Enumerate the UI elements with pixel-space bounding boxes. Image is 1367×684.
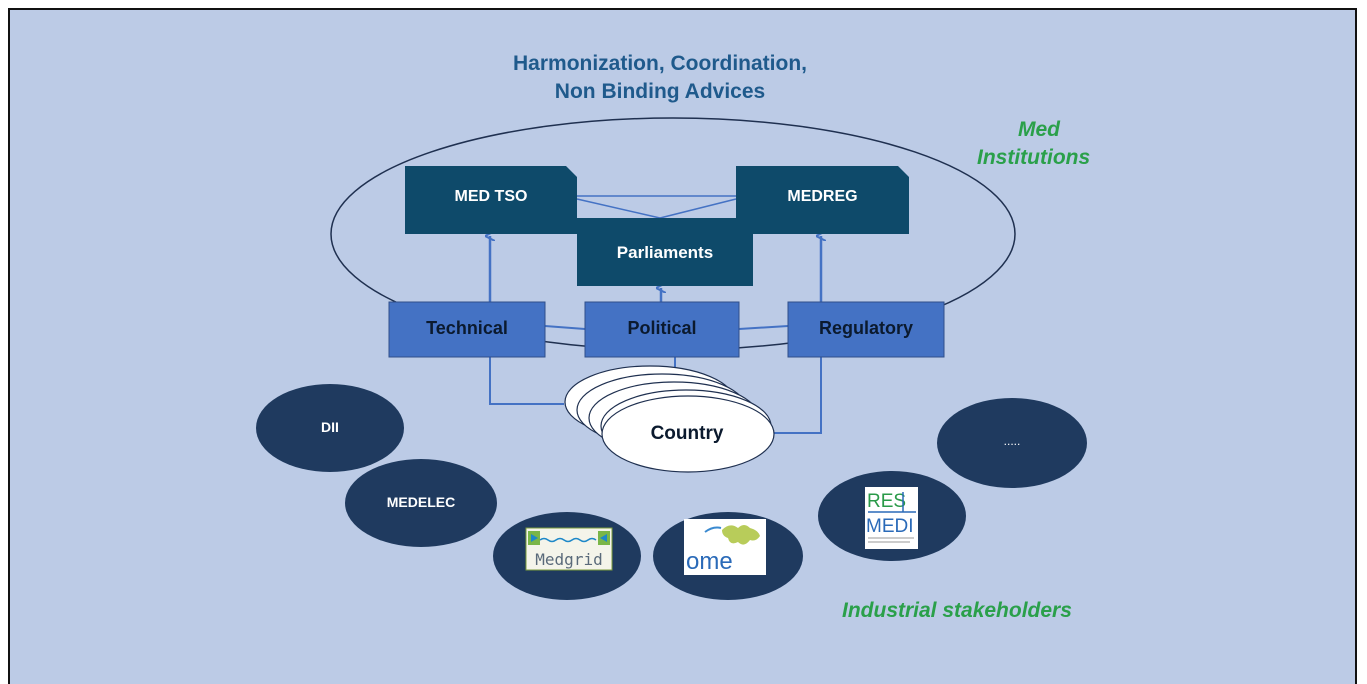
medreg-box bbox=[736, 166, 909, 234]
res4medi-logo: RES MEDI bbox=[865, 487, 918, 549]
technical-box bbox=[388, 301, 546, 358]
parliaments-label: Parliaments bbox=[616, 243, 714, 262]
regulatory-label: Regulatory bbox=[818, 318, 914, 338]
title-line1: Harmonization, Coordination, bbox=[513, 52, 807, 75]
med-institutions-label: Med bbox=[1018, 116, 1060, 143]
pillar-arrows bbox=[490, 236, 821, 302]
res4medi-logo-line2: MEDI bbox=[866, 516, 914, 537]
country-stack bbox=[564, 365, 775, 473]
med-institutions-line2: Institutions bbox=[977, 146, 1091, 169]
more-stakeholders-label: ..... bbox=[1003, 434, 1021, 448]
medgrid-logo-text: Medgrid bbox=[535, 550, 602, 569]
institution-connectors bbox=[576, 195, 737, 219]
ome-logo: ome bbox=[684, 519, 766, 575]
technical-label: Technical bbox=[426, 318, 508, 338]
medgrid-logo: Medgrid bbox=[525, 527, 613, 571]
diagram-title: Harmonization, Coordination, Non Binding… bbox=[430, 50, 890, 106]
parliaments-box bbox=[577, 218, 753, 286]
med-institutions-line1: Med bbox=[1018, 118, 1060, 141]
industrial-stakeholders-label: Industrial stakeholders bbox=[842, 599, 1072, 622]
political-label: Political bbox=[627, 318, 697, 338]
ome-logo-text: ome bbox=[686, 548, 733, 575]
dii-label: DII bbox=[321, 419, 339, 435]
medelec-label: MEDELEC bbox=[386, 494, 456, 510]
res4medi-logo-line1: RES bbox=[867, 491, 906, 512]
medreg-label: MEDREG bbox=[787, 188, 858, 205]
med-institutions-label-2: Institutions bbox=[977, 144, 1090, 171]
regulatory-box bbox=[787, 301, 945, 358]
country-label: Country bbox=[650, 423, 724, 444]
med-tso-label: MED TSO bbox=[454, 188, 528, 205]
title-line2: Non Binding Advices bbox=[554, 80, 766, 103]
pillar-connectors bbox=[489, 325, 822, 434]
med-tso-box bbox=[405, 166, 577, 234]
political-box bbox=[584, 301, 740, 358]
